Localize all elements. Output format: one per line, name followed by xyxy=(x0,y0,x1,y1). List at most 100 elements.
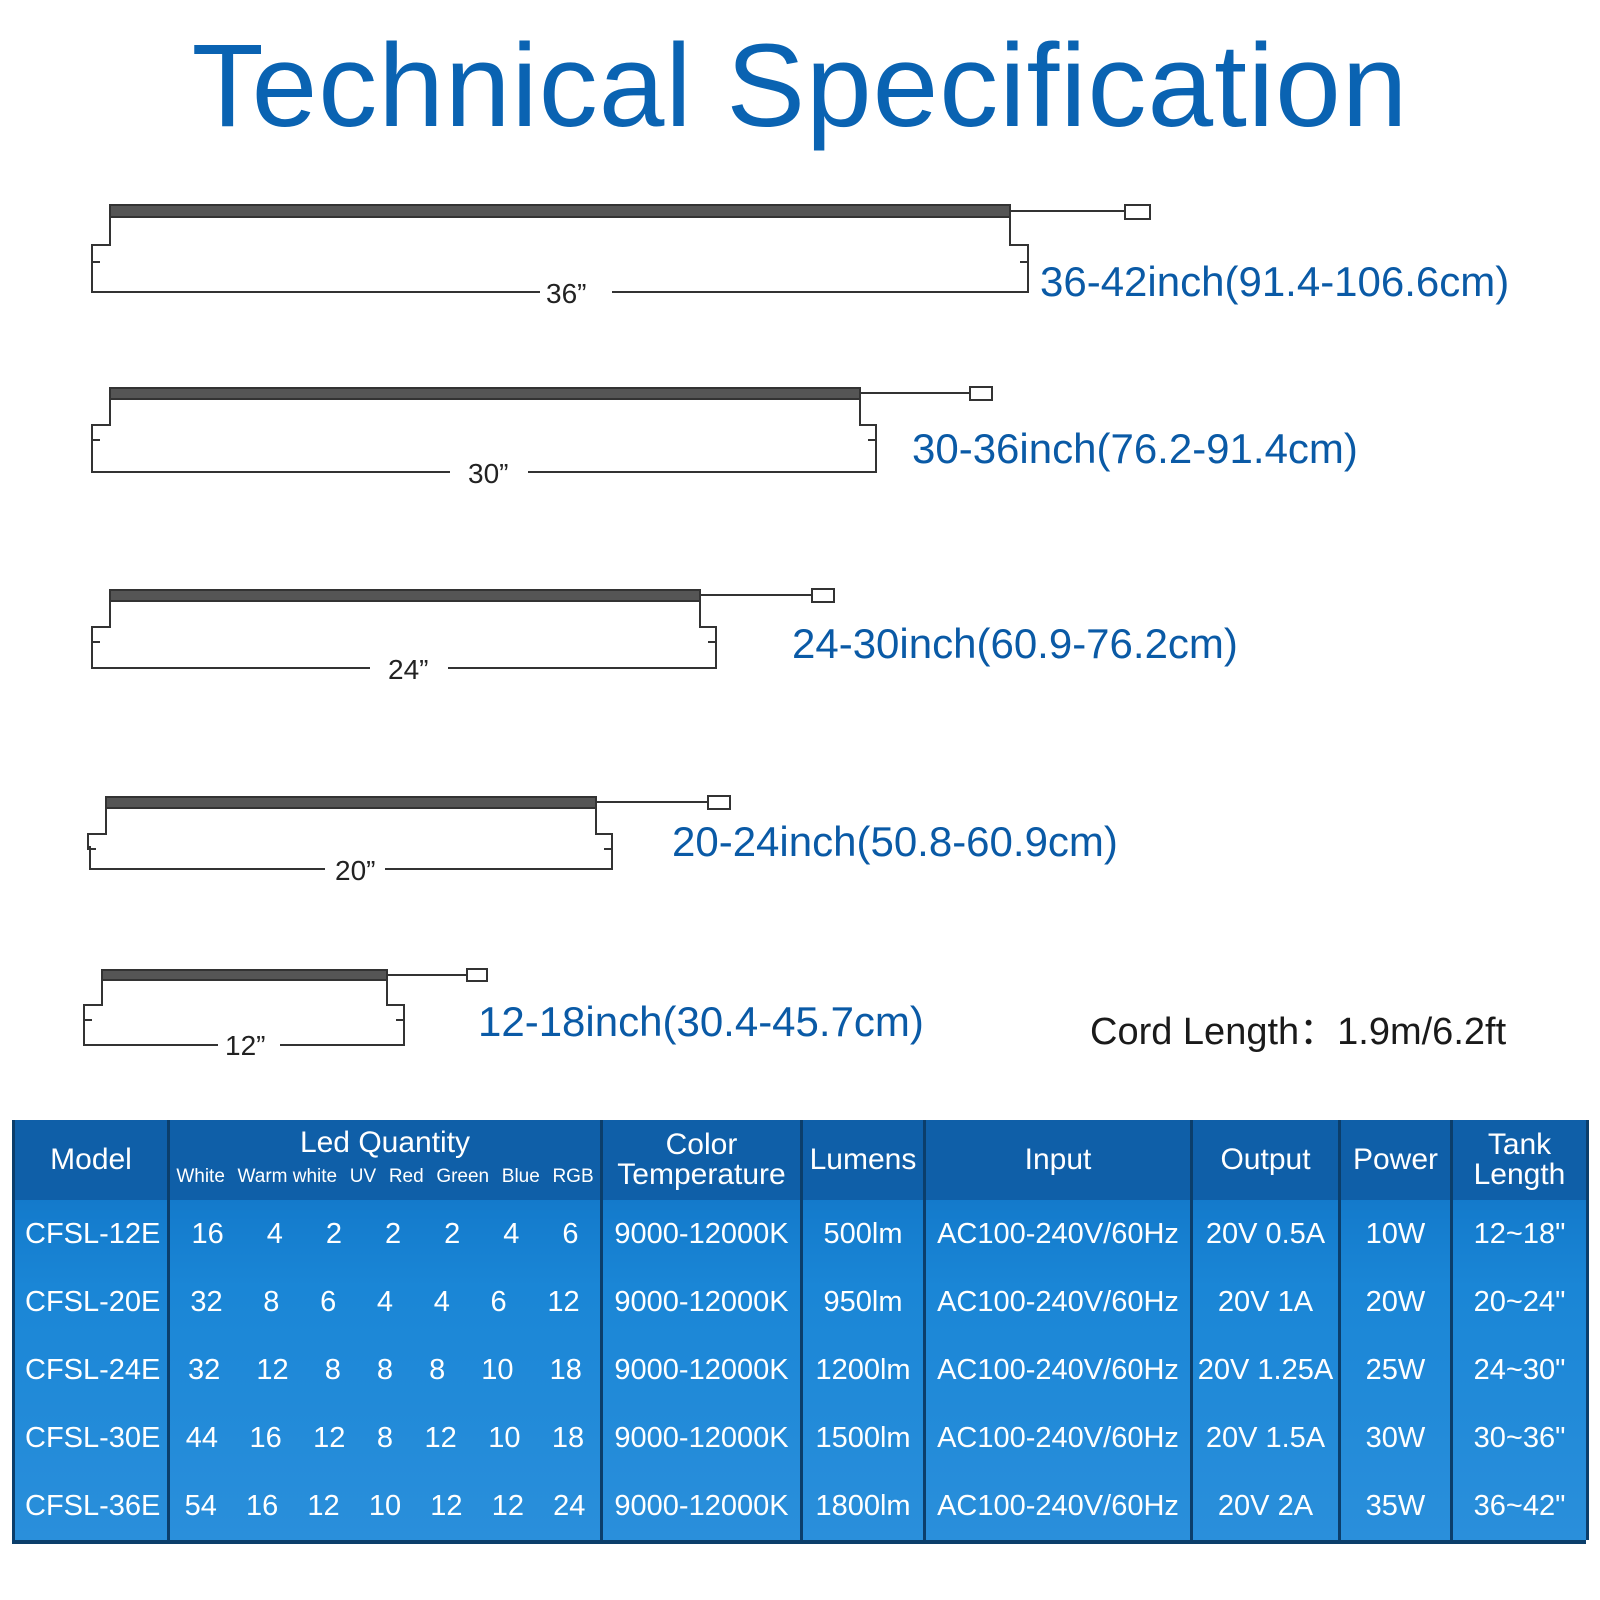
cell-led-value: 4 xyxy=(376,1285,394,1318)
cell-led-value: 12 xyxy=(256,1353,289,1386)
light-fixture-30 xyxy=(91,386,993,473)
cell-lumens: 500lm xyxy=(800,1200,926,1268)
cell-led-value: 12 xyxy=(491,1489,524,1522)
cell-led-value: 18 xyxy=(551,1421,585,1454)
cell-lumens: 950lm xyxy=(800,1268,926,1336)
cell-input: AC100-240V/60Hz xyxy=(923,1404,1193,1472)
size-range-12: 12-18inch(30.4-45.7cm) xyxy=(478,998,924,1045)
cell-power: 35W xyxy=(1338,1472,1453,1540)
cell-led-value: 10 xyxy=(481,1353,514,1386)
cell-led-value: 6 xyxy=(320,1285,337,1318)
cell-model: CFSL-20E xyxy=(12,1268,170,1336)
cell-model: CFSL-30E xyxy=(12,1404,170,1472)
cell-led-quantities: 32 12 8 8 8 10 18 xyxy=(167,1336,603,1404)
cell-led-value: 8 xyxy=(324,1353,341,1386)
cell-tank-length: 12~18" xyxy=(1450,1200,1589,1268)
dimension-label-36: 36” xyxy=(546,278,587,309)
led-sub-white: White xyxy=(176,1166,225,1187)
cell-tank-length: 20~24" xyxy=(1450,1268,1589,1336)
cell-output: 20V 1A xyxy=(1190,1268,1341,1336)
cell-power: 20W xyxy=(1338,1268,1453,1336)
header-output: Output xyxy=(1190,1120,1341,1200)
led-sub-uv: UV xyxy=(349,1166,377,1187)
header-model: Model xyxy=(12,1120,170,1200)
dimension-label-30: 30” xyxy=(468,458,509,489)
cell-input: AC100-240V/60Hz xyxy=(923,1336,1193,1404)
header-led-quantity: Led Quantity White Warm white UV Red Gre… xyxy=(167,1120,603,1200)
cell-lumens: 1200lm xyxy=(800,1336,926,1404)
cell-lumens: 1500lm xyxy=(800,1404,926,1472)
cell-led-value: 2 xyxy=(325,1217,342,1250)
cell-led-value: 44 xyxy=(185,1421,218,1454)
cord-length: Cord Length：1.9m/6.2ft xyxy=(1090,1011,1507,1053)
dimension-label-12: 12” xyxy=(225,1030,266,1061)
cell-output: 20V 1.25A xyxy=(1190,1336,1341,1404)
cell-led-value: 10 xyxy=(488,1421,521,1454)
light-fixture-24 xyxy=(91,588,835,669)
cell-color-temperature: 9000-12000K xyxy=(600,1200,803,1268)
light-fixture-20 xyxy=(87,795,731,870)
cell-input: AC100-240V/60Hz xyxy=(923,1472,1193,1540)
cell-led-value: 54 xyxy=(184,1489,217,1522)
cell-color-temperature: 9000-12000K xyxy=(600,1404,803,1472)
size-range-36: 36-42inch(91.4-106.6cm) xyxy=(1040,258,1510,305)
header-lumens: Lumens xyxy=(800,1120,926,1200)
spec-table: Model Led Quantity White Warm white UV R… xyxy=(12,1120,1589,1540)
cell-led-value: 8 xyxy=(429,1353,446,1386)
cell-led-value: 12 xyxy=(547,1285,580,1318)
cell-output: 20V 0.5A xyxy=(1190,1200,1341,1268)
light-fixture-36 xyxy=(91,204,1151,293)
page-title: Technical Specification xyxy=(191,20,1409,152)
size-range-30: 30-36inch(76.2-91.4cm) xyxy=(912,425,1358,472)
cell-led-value: 8 xyxy=(376,1421,394,1454)
cell-color-temperature: 9000-12000K xyxy=(600,1336,803,1404)
cell-led-value: 32 xyxy=(188,1353,221,1386)
led-sub-rgb: RGB xyxy=(552,1166,594,1187)
dimension-label-24: 24” xyxy=(388,654,429,685)
cell-led-value: 24 xyxy=(553,1489,586,1522)
cell-led-value: 16 xyxy=(191,1217,224,1250)
cell-tank-length: 24~30" xyxy=(1450,1336,1589,1404)
led-sub-red: Red xyxy=(388,1166,424,1187)
cell-tank-length: 30~36" xyxy=(1450,1404,1589,1472)
light-fixture-12 xyxy=(83,968,488,1046)
cell-led-value: 12 xyxy=(313,1421,346,1454)
led-sub-green: Green xyxy=(436,1166,490,1187)
size-range-20: 20-24inch(50.8-60.9cm) xyxy=(672,818,1118,865)
cell-led-quantities: 32 8 6 4 4 6 12 xyxy=(167,1268,603,1336)
cell-output: 20V 2A xyxy=(1190,1472,1341,1540)
cell-led-value: 16 xyxy=(246,1489,279,1522)
cell-led-value: 4 xyxy=(433,1285,450,1318)
cell-led-value: 12 xyxy=(430,1489,463,1522)
led-sub-warm-white: Warm white xyxy=(237,1166,338,1187)
cell-input: AC100-240V/60Hz xyxy=(923,1200,1193,1268)
cell-output: 20V 1.5A xyxy=(1190,1404,1341,1472)
cell-led-value: 6 xyxy=(562,1217,579,1250)
cell-led-value: 8 xyxy=(376,1353,394,1386)
size-range-24: 24-30inch(60.9-76.2cm) xyxy=(792,620,1238,667)
led-subheaders: White Warm white UV Red Green Blue RGB xyxy=(172,1162,599,1192)
led-quantity-label: Led Quantity xyxy=(299,1126,471,1159)
cell-led-value: 10 xyxy=(368,1489,402,1522)
cell-led-value: 4 xyxy=(266,1217,283,1250)
cell-led-value: 18 xyxy=(549,1353,582,1386)
cell-led-value: 8 xyxy=(263,1285,280,1318)
cell-led-value: 32 xyxy=(190,1285,223,1318)
cell-led-value: 12 xyxy=(307,1489,340,1522)
cell-model: CFSL-24E xyxy=(12,1336,170,1404)
led-sub-blue: Blue xyxy=(501,1166,540,1187)
cell-color-temperature: 9000-12000K xyxy=(600,1472,803,1540)
cell-power: 30W xyxy=(1338,1404,1453,1472)
dimension-label-20: 20” xyxy=(335,855,376,886)
cell-model: CFSL-12E xyxy=(12,1200,170,1268)
header-tank-length: Tank Length xyxy=(1450,1120,1589,1200)
cell-led-value: 6 xyxy=(490,1285,507,1318)
table-bottom-border xyxy=(12,1540,1586,1544)
cell-led-value: 2 xyxy=(444,1217,461,1250)
cell-tank-length: 36~42" xyxy=(1450,1472,1589,1540)
